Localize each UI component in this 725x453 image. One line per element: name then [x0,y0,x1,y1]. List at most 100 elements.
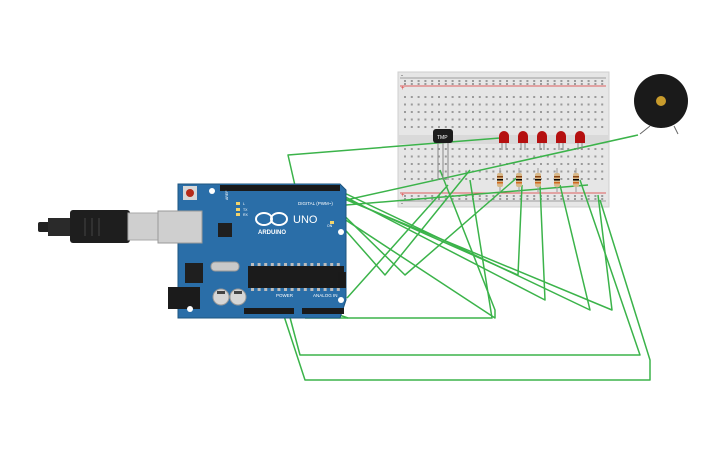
wire[interactable] [346,184,449,299]
resistor[interactable] [497,168,503,192]
wire[interactable] [341,194,613,311]
resistor[interactable] [573,168,579,192]
wire[interactable] [317,174,521,276]
resistor-band [516,179,522,181]
bb-hole [478,163,481,165]
bb-hole [540,111,542,113]
arduino-board[interactable]: ARDUINO UNO DIGITAL (PWM~) POWER ANALOG … [157,183,347,319]
bb-hole [465,148,468,150]
led[interactable] [575,131,585,150]
led[interactable] [537,131,547,150]
bb-hole [512,96,515,98]
temperature-sensor[interactable]: TMP [433,129,453,180]
bb-hole [485,148,488,150]
bb-hole [424,96,427,98]
wire[interactable] [281,199,651,381]
resistor[interactable] [516,168,522,192]
bb-hole [580,118,583,121]
mount-hole [338,229,344,235]
led[interactable] [556,131,566,150]
rail-hole [567,83,570,85]
bb-hole [519,96,522,98]
bb-hole [519,103,522,106]
rail-plus-top: + [401,86,405,92]
bb-hole [485,103,488,106]
resistor[interactable] [535,168,541,192]
resistor-band [516,182,522,184]
led[interactable] [499,131,509,150]
wire[interactable] [345,134,639,201]
bb-hole [472,148,474,150]
wire[interactable] [337,184,591,311]
bb-hole [444,103,447,106]
bb-hole [431,155,434,158]
rail-hole [417,80,420,82]
rail-hole [580,80,583,82]
usb-cable[interactable] [38,210,159,243]
bb-hole [492,111,495,113]
bb-hole [580,96,583,98]
bb-hole [431,118,434,121]
wire[interactable] [305,179,493,319]
bb-hole [438,96,440,98]
bb-hole [404,111,406,113]
bb-hole [499,155,502,158]
bb-hole [410,111,413,113]
bb-hole [404,118,406,121]
bb-hole [417,148,420,150]
bb-hole [546,118,549,121]
bb-hole [553,103,556,106]
bb-hole [601,148,604,150]
bb-hole [417,111,420,113]
power-header [244,308,294,314]
rail-hole [478,195,481,197]
bb-hole [404,170,406,173]
bb-hole [465,170,468,173]
bb-hole [574,155,576,158]
rail-hole [546,195,549,197]
chip-pin [303,288,307,291]
bb-hole [553,163,556,165]
buzzer-leg [639,125,651,135]
wire[interactable] [287,137,501,191]
chip-pin [323,263,327,266]
bb-hole [478,103,481,106]
rail-hole [506,83,508,85]
bb-hole [485,126,488,128]
wire[interactable] [345,184,589,206]
bb-hole [519,155,522,158]
piezo-buzzer[interactable] [634,74,688,135]
bb-hole [506,148,508,150]
icsp-header [338,272,346,288]
bb-hole [512,111,515,113]
chip-pin [277,263,281,266]
bb-hole [417,126,420,128]
bb-hole [465,163,468,165]
usb-plug-body [70,210,130,243]
bb-hole [506,178,508,180]
rail-hole [492,83,495,85]
rail-hole [472,80,474,82]
bb-hole [424,103,427,106]
bb-hole [458,118,461,121]
bb-hole [546,111,549,113]
rail-hole [533,83,536,85]
wire[interactable] [287,179,641,356]
wire[interactable] [331,184,546,301]
led-body [575,131,585,143]
rail-hole [587,83,590,85]
bb-hole [533,111,536,113]
bb-hole [431,178,434,180]
rail-hole [485,198,488,200]
led-body [537,131,547,143]
resistor-band [535,182,541,184]
bb-hole [546,155,549,158]
rail-hole [444,80,447,82]
resistor[interactable] [554,168,560,192]
bb-hole [546,103,549,106]
bb-hole [465,96,468,98]
bb-hole [431,163,434,165]
wire[interactable] [299,169,496,319]
rail-minus-top: - [401,73,403,79]
led[interactable] [518,131,528,150]
